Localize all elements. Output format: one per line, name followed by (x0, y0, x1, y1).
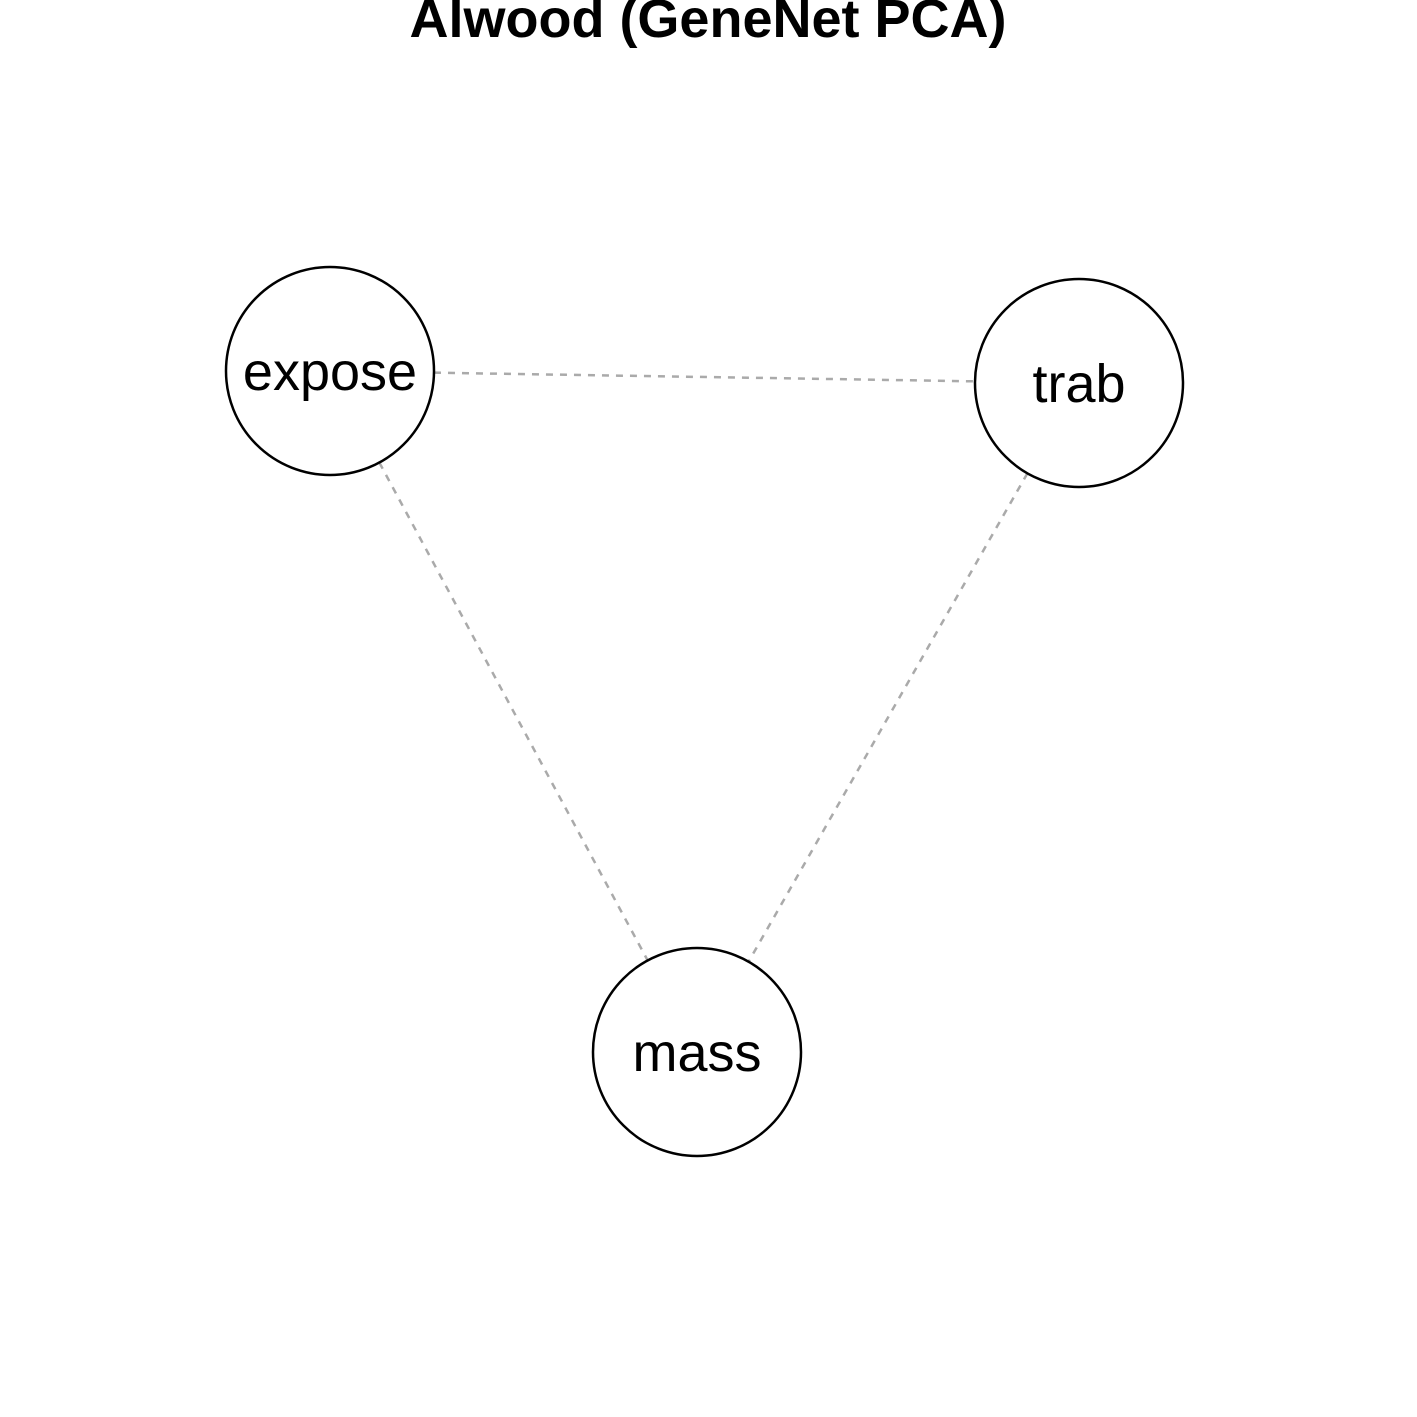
edge-expose-trab (433, 371, 976, 383)
node-label: expose (243, 342, 417, 402)
node-trab: trab (973, 277, 1185, 489)
node-circle (591, 946, 803, 1158)
node-label: trab (1032, 354, 1125, 414)
edge-trab-mass (747, 472, 1029, 963)
node-circle (973, 277, 1185, 489)
node-circle (224, 265, 436, 477)
node-expose: expose (224, 265, 436, 477)
edge-expose-mass (378, 461, 649, 962)
node-label: mass (632, 1023, 761, 1083)
edges-layer (378, 371, 1029, 963)
nodes-layer: expose trab mass (224, 265, 1185, 1158)
node-mass: mass (591, 946, 803, 1158)
diagram-title: Alwood (GeneNet PCA) (409, 0, 1006, 49)
